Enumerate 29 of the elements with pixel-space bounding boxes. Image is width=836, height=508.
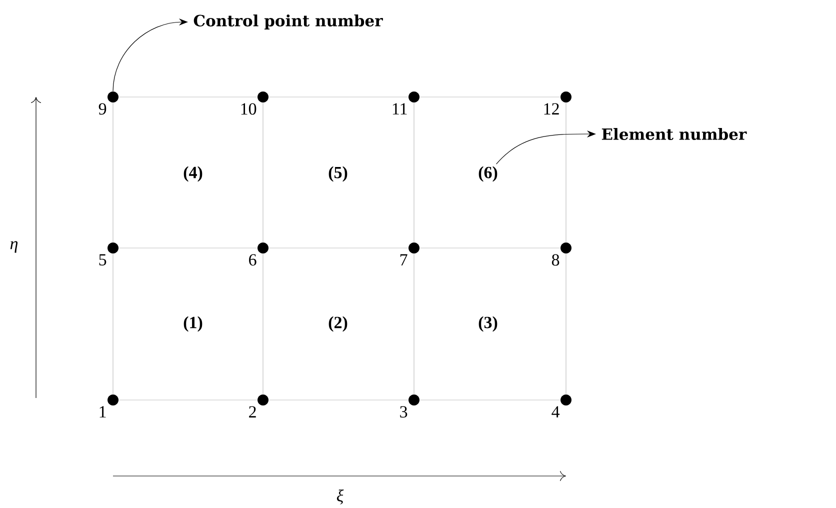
- element-label: (1): [184, 316, 202, 332]
- element-label: (6): [478, 166, 498, 182]
- point-number: 7: [400, 254, 408, 266]
- point-number: 3: [400, 406, 408, 418]
- annotation-text: Control point number: [194, 14, 383, 30]
- point-number: 10: [241, 103, 256, 115]
- element-label: (2): [328, 316, 348, 332]
- grid-line: [118, 96, 258, 98]
- point-number: 9: [98, 103, 106, 115]
- element-label: (3): [478, 316, 498, 332]
- axis-label: ξ: [336, 490, 344, 504]
- point-number: 1: [100, 406, 106, 418]
- grid-line: [112, 253, 114, 395]
- element-label: (4): [184, 166, 202, 182]
- grid-line: [419, 96, 561, 98]
- point-number: 12: [544, 103, 559, 114]
- grid-line: [262, 253, 264, 395]
- annotation-text: Element number: [602, 128, 747, 140]
- point-number: 6: [249, 254, 256, 266]
- point-number: 11: [392, 103, 407, 114]
- point-number: 4: [552, 406, 560, 418]
- grid-line: [262, 102, 264, 243]
- point-number: 8: [552, 254, 560, 266]
- axis-label: η: [10, 241, 18, 253]
- grid-line: [112, 102, 114, 243]
- point-number: 2: [249, 406, 256, 418]
- grid-line: [268, 96, 409, 98]
- element-label: (5): [328, 166, 348, 182]
- point-number: 5: [99, 254, 106, 266]
